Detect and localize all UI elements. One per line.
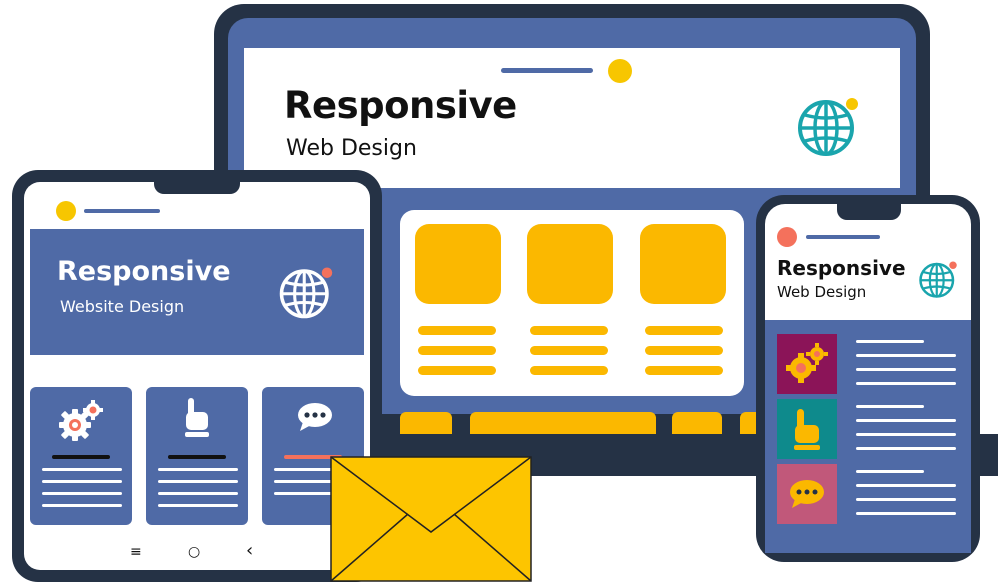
pointing-hand-icon [777,399,837,459]
tablet-home-button[interactable]: ○ [188,544,201,560]
card-text-line [42,468,122,471]
card-text-line [158,480,238,483]
card-accent-line [284,455,342,459]
keyboard-key [400,412,452,434]
phone-text-line [856,498,956,501]
card-text-line [158,468,238,471]
phone-text-line [856,354,956,357]
card-text-line [274,480,334,483]
tablet-nav-dot [56,201,76,221]
phone-text-line [856,470,924,473]
desktop-subtitle: Web Design [286,136,417,161]
card-text-line [42,480,122,483]
desktop-text-line [418,346,496,355]
phone-text-line [856,484,956,487]
desktop-text-line [645,326,723,335]
envelope-icon [330,456,532,582]
globe-icon [919,261,957,298]
pointing-hand-icon [185,398,209,437]
card-text-line [274,468,334,471]
tablet-subtitle: Website Design [60,297,185,316]
phone-text-line [856,433,956,436]
phone-text-line [856,405,924,408]
chat-bubble-icon [777,464,837,524]
gears-icon [59,400,103,441]
phone-title: Responsive [777,256,906,280]
desktop-text-line [645,366,723,375]
card-text-line [42,492,122,495]
phone-text-line [856,340,924,343]
tablet-hero [30,229,364,355]
globe-icon [279,267,333,319]
desktop-text-line [645,346,723,355]
card-text-line [274,492,334,495]
phone-text-line [856,419,956,422]
tablet-nav-bar [84,209,160,213]
desktop-text-line [530,366,608,375]
tablet-notch [154,178,240,194]
desktop-text-line [530,346,608,355]
phone-subtitle: Web Design [777,283,867,301]
phone-nav-dot [777,227,797,247]
phone-text-line [856,512,956,515]
phone-notch [837,202,901,220]
desktop-text-line [530,326,608,335]
phone-text-line [856,382,956,385]
chat-bubble-icon [298,403,332,431]
desktop-tile [527,224,613,304]
globe-icon [798,98,858,156]
tablet-back-button[interactable]: ‹ [246,540,254,561]
keyboard-key [672,412,722,434]
card-accent-line [52,455,110,459]
card-text-line [158,504,238,507]
card-text-line [42,504,122,507]
keyboard-spacebar [470,412,656,434]
phone-nav-bar [806,235,880,239]
gears-icon [777,334,837,394]
desktop-tile [640,224,726,304]
desktop-tile [415,224,501,304]
desktop-title: Responsive [284,84,517,127]
desktop-text-line [418,326,496,335]
phone-text-line [856,447,956,450]
card-accent-line [168,455,226,459]
tablet-title: Responsive [57,256,231,287]
phone-text-line [856,368,956,371]
card-text-line [158,492,238,495]
desktop-nav-dot [608,59,632,83]
desktop-nav-bar [501,68,593,73]
tablet-menu-button[interactable]: ≡ [130,544,142,560]
desktop-text-line [418,366,496,375]
